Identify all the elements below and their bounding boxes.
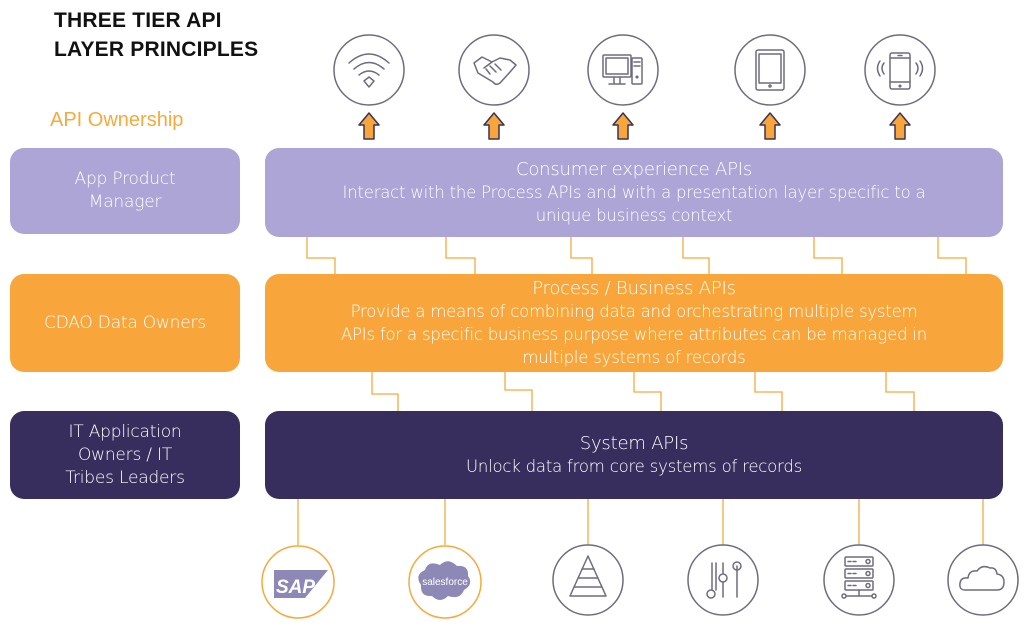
process-system-connectors xyxy=(371,372,915,411)
owner-label-line: Manager xyxy=(88,192,162,212)
layer-title: Consumer experience APIs xyxy=(515,159,753,180)
sap-logo: SAP xyxy=(261,545,335,619)
up-arrow-icon xyxy=(483,112,505,140)
layer-title: System APIs xyxy=(579,433,689,454)
connector xyxy=(445,237,476,274)
connector xyxy=(885,372,915,411)
system-source-connectors xyxy=(297,499,984,545)
connector xyxy=(937,237,967,274)
connector xyxy=(306,237,336,274)
salesforce-logo-text: salesforce xyxy=(422,577,468,588)
layer-description-line: multiple systems of records xyxy=(522,348,746,367)
connector xyxy=(570,237,593,274)
connector xyxy=(504,372,533,411)
owner-label-line: Tribes Leaders xyxy=(65,467,185,488)
pyramid-icon xyxy=(552,544,624,616)
layer-description-line: Interact with the Process APIs and with … xyxy=(342,183,926,202)
wifi-icon xyxy=(333,34,405,106)
owner-label-line: Owners / IT xyxy=(77,444,173,465)
up-arrow-icon xyxy=(612,112,634,140)
tablet-icon xyxy=(734,34,806,106)
owner-label-line: CDAO Data Owners xyxy=(44,312,206,333)
connector xyxy=(754,372,783,411)
title-line-2: LAYER PRINCIPLES xyxy=(54,38,259,61)
desktop-computer-icon xyxy=(587,34,659,106)
connector xyxy=(371,372,399,411)
layer-system-apis: System APIs Unlock data from core system… xyxy=(265,411,1003,499)
owner-it-application-owners: IT Application Owners / IT Tribes Leader… xyxy=(10,411,240,499)
connector xyxy=(813,237,843,274)
up-arrow-icon xyxy=(889,112,911,140)
layer-description-line: Provide a means of combining data and or… xyxy=(350,302,918,321)
owner-label-line: IT Application xyxy=(68,421,182,442)
layer-description-line: APIs for a specific business purpose whe… xyxy=(340,325,928,344)
owner-label-line: App Product xyxy=(74,169,176,189)
layer-title: Process / Business APIs xyxy=(532,278,736,299)
layer-description-line: unique business context xyxy=(535,206,733,225)
owner-cdao-data-owners: CDAO Data Owners xyxy=(10,274,240,372)
page-title: THREE TIER API LAYER PRINCIPLES xyxy=(54,6,258,64)
layer-description-line: Unlock data from core systems of records xyxy=(465,457,803,476)
smartphone-icon xyxy=(864,34,936,106)
api-ownership-heading: API Ownership xyxy=(50,109,184,131)
handshake-icon xyxy=(458,34,530,106)
up-arrow-icon xyxy=(358,112,380,140)
connector xyxy=(682,237,710,274)
owner-app-product-manager: App Product Manager xyxy=(10,148,240,234)
salesforce-logo: salesforce xyxy=(408,545,482,619)
title-line-1: THREE TIER API xyxy=(54,9,222,32)
layer-consumer-experience-apis: Consumer experience APIs Interact with t… xyxy=(265,148,1003,237)
consumer-process-connectors xyxy=(306,237,967,274)
sliders-icon xyxy=(687,544,759,616)
connector xyxy=(633,372,662,411)
up-arrow-icon xyxy=(759,112,781,140)
sap-logo-text: SAP xyxy=(276,577,315,598)
layer-process-business-apis: Process / Business APIs Provide a means … xyxy=(265,274,1003,372)
server-icon xyxy=(823,544,895,616)
cloud-icon xyxy=(947,544,1019,616)
